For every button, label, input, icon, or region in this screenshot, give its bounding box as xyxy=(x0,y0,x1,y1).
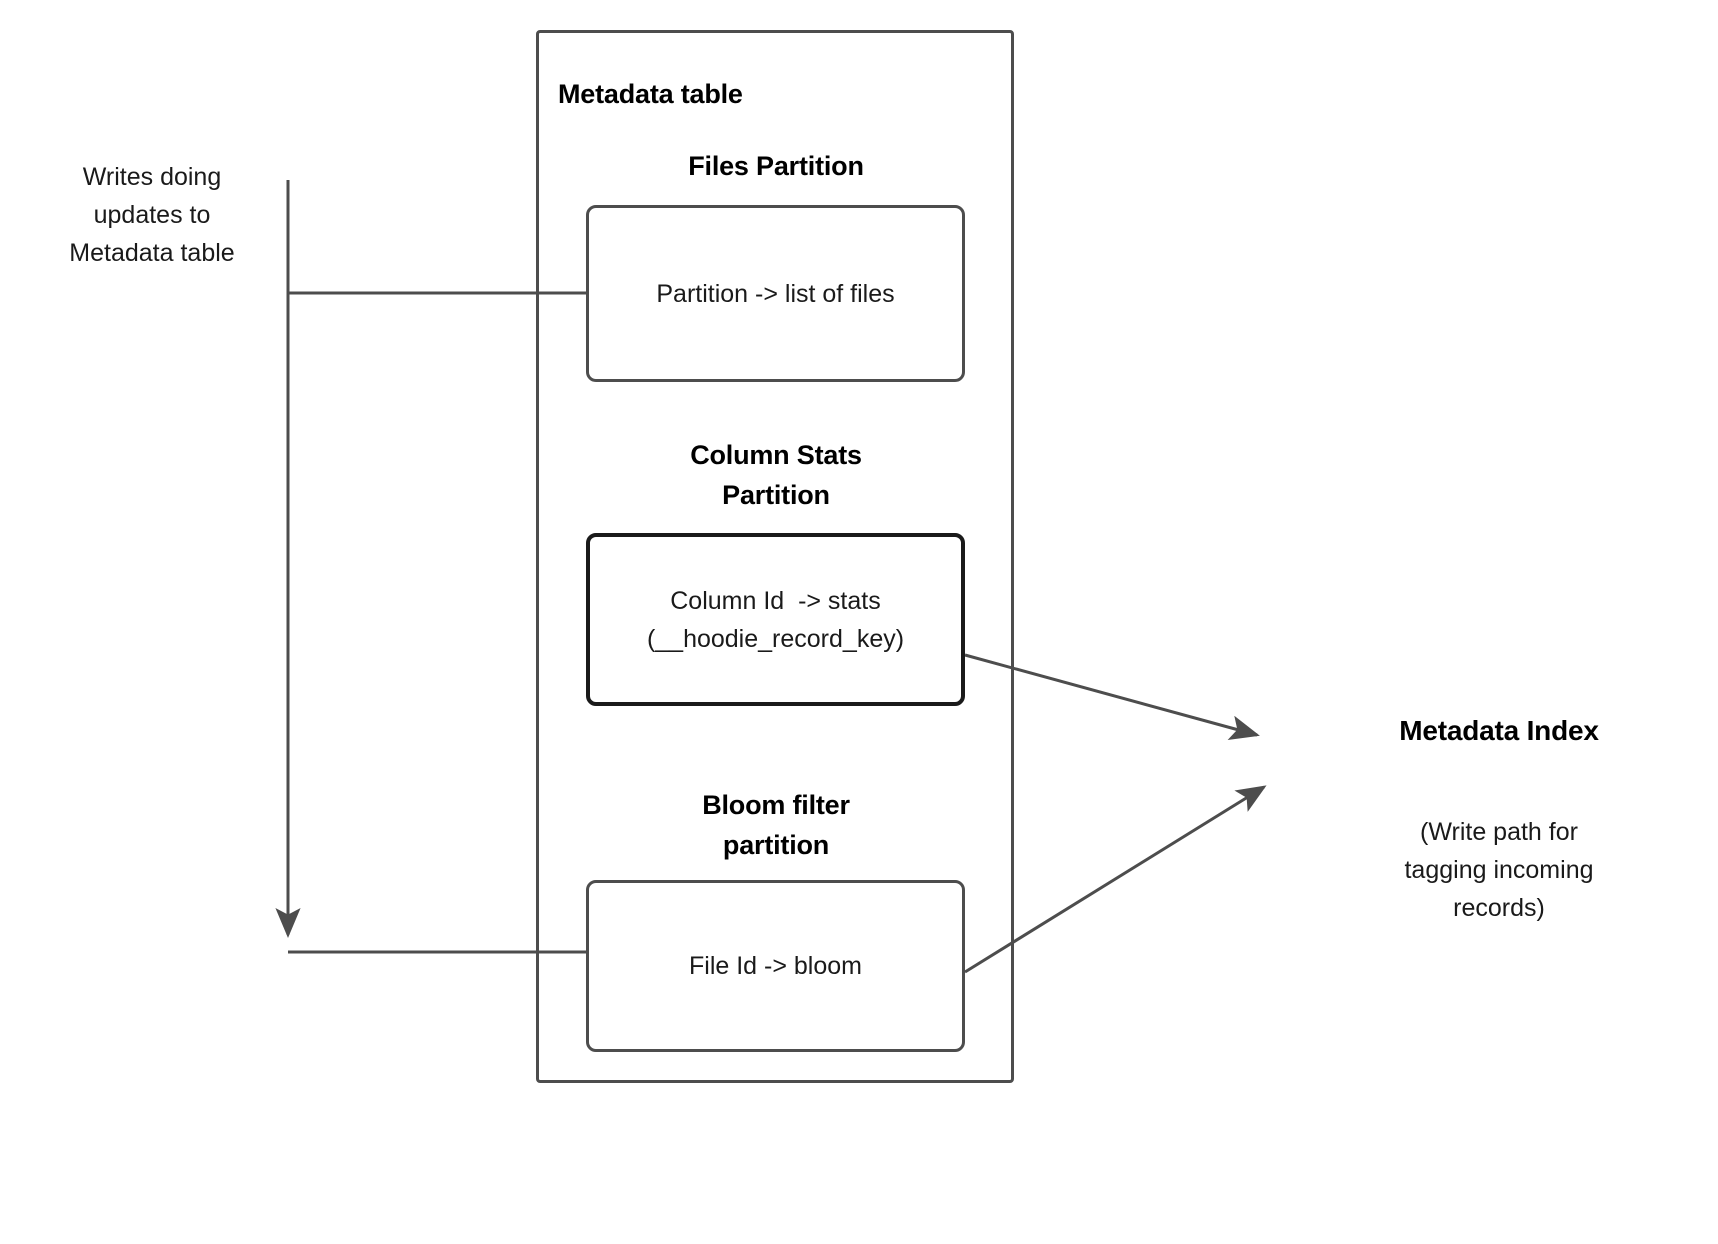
metadata-index-note-line2: tagging incoming xyxy=(1404,856,1594,884)
metadata-index-title: Metadata Index xyxy=(1399,715,1599,746)
column-stats-heading-line1: Column Stats xyxy=(690,440,862,470)
writes-label-line2: updates to xyxy=(93,201,211,229)
files-partition-box-text: Partition -> list of files xyxy=(656,279,895,308)
bloom-filter-heading-line1: Bloom filter xyxy=(702,790,850,820)
files-partition-box: Partition -> list of files xyxy=(586,205,965,382)
metadata-table-title: Metadata table xyxy=(558,79,743,109)
column-stats-box-line1: Column Id -> stats xyxy=(670,586,881,615)
bloom-filter-partition-heading: Bloom filter partition xyxy=(586,785,966,865)
column-stats-heading-line2: Partition xyxy=(722,480,830,510)
metadata-index-note-line1: (Write path for xyxy=(1420,818,1578,846)
writes-label-line1: Writes doing xyxy=(82,163,222,191)
bloom-filter-box: File Id -> bloom xyxy=(586,880,965,1052)
writes-label: Writes doing updates to Metadata table xyxy=(14,158,290,272)
writes-label-line3: Metadata table xyxy=(69,239,235,267)
bloom-filter-box-text: File Id -> bloom xyxy=(689,952,862,980)
metadata-index-note-line3: records) xyxy=(1453,894,1545,922)
bloom-filter-heading-line2: partition xyxy=(722,830,830,860)
files-partition-heading: Files Partition xyxy=(688,151,864,181)
metadata-index-note: (Write path for tagging incoming records… xyxy=(1304,813,1694,927)
metadata-table-container xyxy=(536,30,1014,1083)
column-stats-box-line2: (__hoodie_record_key) xyxy=(646,624,905,653)
column-stats-partition-heading: Column Stats Partition xyxy=(586,435,966,515)
column-stats-box: Column Id -> stats (__hoodie_record_key) xyxy=(586,533,965,706)
